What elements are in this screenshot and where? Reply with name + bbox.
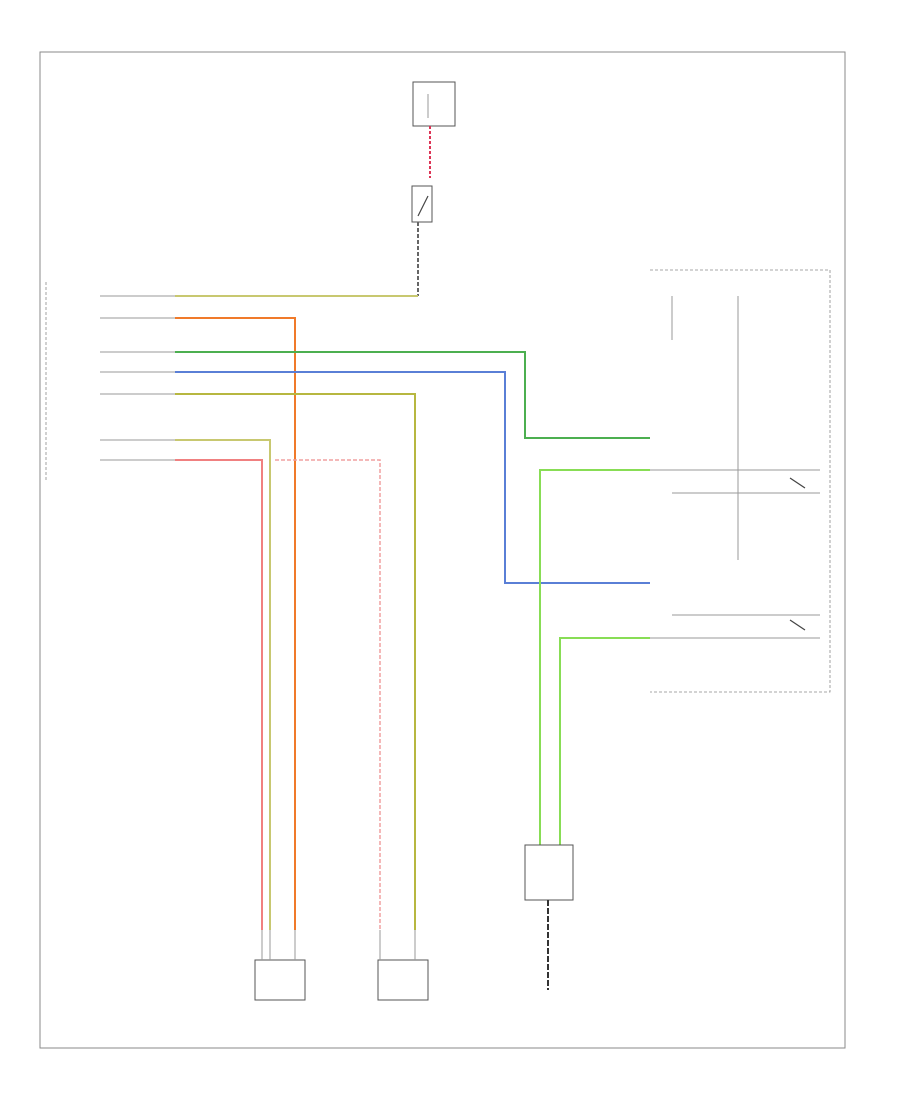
wire-orange [175, 317, 296, 930]
wire-light-green-1 [539, 469, 650, 845]
pressure-switch [411, 185, 433, 223]
wire-green [175, 351, 650, 439]
power-box [412, 81, 456, 127]
wire-light-green-2 [559, 637, 650, 845]
sensor-connectors [261, 930, 416, 960]
sensor-2-box [377, 959, 429, 1001]
switch-body [411, 185, 433, 223]
relay-low-contact [789, 619, 806, 631]
right-module-box [650, 269, 831, 693]
relay-low [650, 614, 820, 639]
diagram-frame [39, 51, 846, 1049]
sensor-1-box [254, 959, 306, 1001]
relay-box [524, 844, 574, 901]
wire-blue [175, 371, 650, 584]
wire-pink-yellow [175, 439, 271, 930]
relay-high-contact [789, 477, 806, 489]
wire-pink [175, 459, 263, 930]
switch-contact [417, 195, 429, 217]
wire-yellow-black [175, 393, 416, 930]
relay-high [650, 469, 820, 494]
left-pin-labels [100, 295, 175, 461]
wire-pink-dashed [275, 459, 381, 930]
